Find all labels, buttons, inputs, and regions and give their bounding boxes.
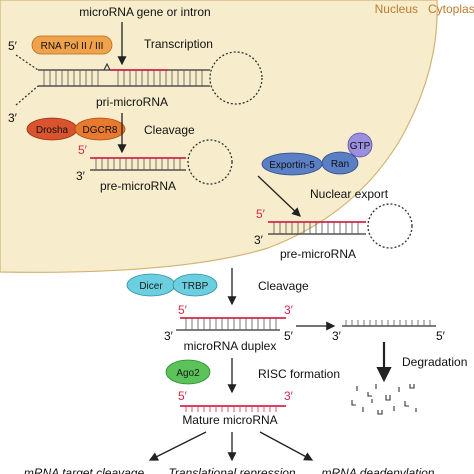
duplex-five-prime-right: 5′ [284, 329, 294, 343]
microrna-duplex-structure: 5′ 3′ 3′ 5′ [164, 303, 294, 343]
dicer-protein: Dicer [126, 273, 176, 297]
outcome-mrna-deadenylation: mRNA deadenylation [322, 466, 435, 474]
rna-pol-protein: RNA Pol II / III [31, 35, 113, 55]
ago2-protein: Ago2 [165, 359, 211, 385]
passenger-strand: 3′ 5′ [332, 320, 446, 343]
nucleus-label: Nucleus [375, 2, 418, 16]
duplex-three-prime-right: 3′ [284, 303, 294, 317]
pri-three-prime: 3′ [8, 111, 18, 125]
outcome-mrna-target-cleavage: mRNA target cleavage [24, 466, 145, 474]
duplex-three-prime-left: 3′ [164, 329, 174, 343]
duplex-five-prime-left: 5′ [178, 303, 188, 317]
outcome-translational-repression: Translational repression [168, 466, 295, 474]
pre-nuc-three-prime: 3′ [76, 169, 86, 183]
pri-microrna-structure: 5′ 3′ [8, 39, 263, 125]
nuclear-export-arrow [257, 175, 301, 217]
pre-microrna-nuclear-structure: 5′ 3′ [76, 139, 233, 185]
cleavage1-label: Cleavage [144, 123, 195, 137]
trbp-protein: TRBP [172, 273, 218, 297]
pre-cyto-five-prime: 5′ [256, 207, 266, 221]
exportin5-label: Exportin-5 [269, 160, 315, 171]
ran-protein: Ran [321, 151, 359, 175]
rna-pol-label: RNA Pol II / III [41, 41, 104, 52]
mature-microrna-label: Mature microRNA [182, 413, 277, 427]
ago2-label: Ago2 [176, 368, 200, 379]
degraded-fragments [351, 384, 417, 415]
degradation-label: Degradation [402, 355, 467, 369]
outcome-arrow-1 [148, 431, 207, 461]
pre-microrna-cytoplasm-label: pre-microRNA [280, 247, 356, 261]
dicer-label: Dicer [139, 281, 163, 292]
nuclear-export-label: Nuclear export [310, 187, 389, 201]
mature-microrna-strand: 5′ 3′ [178, 389, 294, 412]
ran-label: Ran [331, 159, 349, 170]
pre-microrna-cytoplasm-structure: 5′ 3′ [254, 203, 413, 249]
dgcr8-label: DGCR8 [82, 125, 117, 136]
duplex-label: microRNA duplex [184, 339, 277, 353]
drosha-protein: Drosha [26, 117, 78, 141]
mature-five-prime: 5′ [178, 389, 188, 403]
pre-microrna-nuclear-label: pre-microRNA [100, 179, 176, 193]
pre-nuc-five-prime: 5′ [78, 143, 88, 157]
trbp-label: TRBP [182, 281, 209, 292]
outcome-arrow-3 [259, 431, 314, 461]
gtp-molecule: GTP [347, 132, 373, 158]
drosha-label: Drosha [36, 125, 69, 136]
gtp-label: GTP [350, 141, 371, 152]
passenger-five-prime: 5′ [436, 329, 446, 343]
risc-label: RISC formation [258, 367, 340, 381]
gene-label: microRNA gene or intron [79, 5, 210, 19]
transcription-label: Transcription [144, 37, 213, 51]
cleavage2-label: Cleavage [258, 279, 309, 293]
pri-microrna-label: pri-microRNA [96, 95, 168, 109]
pri-five-prime: 5′ [8, 39, 18, 53]
dgcr8-protein: DGCR8 [74, 117, 126, 141]
passenger-three-prime: 3′ [332, 329, 342, 343]
pre-cyto-three-prime: 3′ [254, 233, 264, 247]
mature-three-prime: 3′ [284, 389, 294, 403]
exportin5-protein: Exportin-5 [261, 152, 323, 176]
